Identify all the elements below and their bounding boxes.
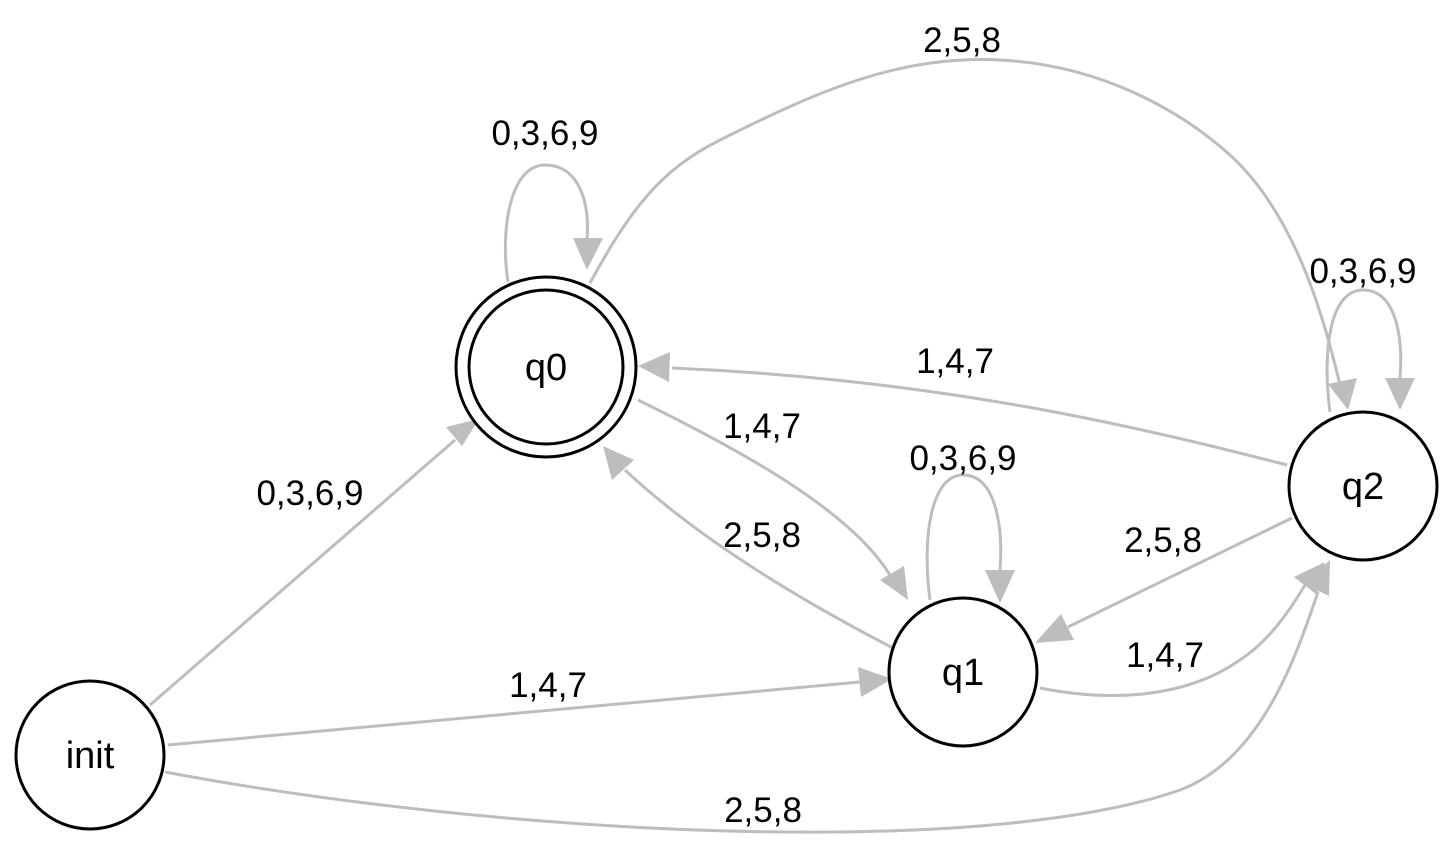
edge-label-init-to-q0: 0,3,6,9 — [256, 474, 363, 513]
edge-q1-to-q0: 2,5,8 — [603, 446, 894, 650]
edge-init-to-q0: 0,3,6,9 — [149, 419, 479, 707]
edge-q0-to-q2: 2,5,8 — [588, 21, 1357, 410]
state-label-q2: q2 — [1342, 466, 1384, 508]
edge-label-q0-loop: 0,3,6,9 — [491, 114, 598, 153]
state-label-q1: q1 — [942, 652, 984, 694]
state-label-q0: q0 — [525, 347, 567, 389]
edge-label-q2-to-q0: 1,4,7 — [916, 342, 994, 381]
edge-q0-to-q1: 1,4,7 — [637, 398, 908, 600]
edge-init-to-q1: 1,4,7 — [167, 666, 892, 747]
edge-q2-to-q0: 1,4,7 — [638, 342, 1288, 467]
edge-label-q1-to-q0: 2,5,8 — [723, 516, 801, 555]
state-label-init: init — [66, 735, 115, 777]
edge-label-q0-to-q1: 1,4,7 — [723, 407, 801, 446]
state-init: init — [14, 679, 166, 831]
edge-q1-to-q2: 1,4,7 — [1039, 562, 1325, 697]
state-q1: q1 — [887, 596, 1039, 748]
edge-q0-loop: 0,3,6,9 — [491, 114, 603, 283]
edge-label-q1-to-q2: 1,4,7 — [1126, 636, 1204, 675]
state-q2: q2 — [1287, 410, 1439, 562]
edge-init-to-q2: 2,5,8 — [164, 560, 1330, 834]
state-q0-accepting: q0 — [454, 275, 638, 459]
edge-label-q2-loop: 0,3,6,9 — [1309, 252, 1416, 291]
edge-label-q2-to-q1: 2,5,8 — [1124, 521, 1202, 560]
edge-label-init-to-q2: 2,5,8 — [724, 791, 802, 830]
edge-q2-to-q1: 2,5,8 — [1035, 516, 1293, 643]
edge-q1-loop: 0,3,6,9 — [909, 439, 1017, 603]
edge-q2-loop: 0,3,6,9 — [1309, 252, 1417, 413]
edge-label-q0-to-q2: 2,5,8 — [923, 21, 1001, 60]
edge-label-q1-loop: 0,3,6,9 — [909, 439, 1016, 478]
edge-label-init-to-q1: 1,4,7 — [509, 666, 587, 705]
